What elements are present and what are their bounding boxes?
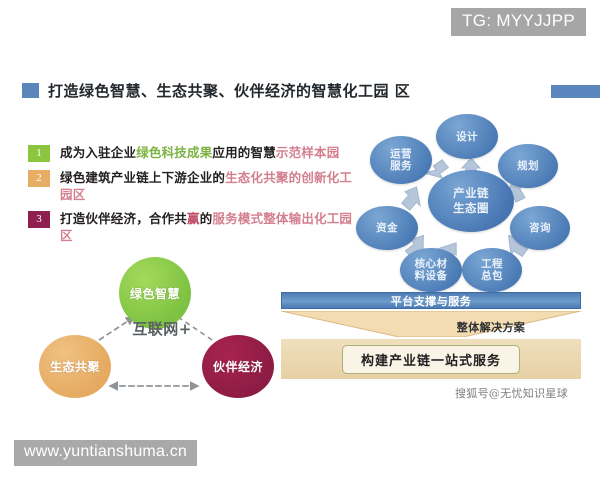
ecosystem-node-epc: 工程总包 bbox=[462, 248, 522, 292]
platform-support-bar: 平台支撑与服务 bbox=[281, 292, 581, 309]
list-text-2: 绿色建筑产业链上下游企业的生态化共聚的创新化工园区 bbox=[60, 169, 364, 203]
onestop-service-card: 构建产业链一站式服务 bbox=[281, 339, 581, 379]
list-span: 成为入驻企业 bbox=[60, 145, 137, 160]
ecosystem-node-core-materials: 核心材料设备 bbox=[400, 248, 462, 292]
ecosystem-center-node: 产业链生态圈 bbox=[428, 170, 514, 232]
platform-stack: 平台支撑与服务 整体解决方案 构建产业链一站式服务 bbox=[281, 292, 581, 379]
page-title-text: 打造绿色智慧、生态共聚、伙伴经济的智慧化工园 区 bbox=[48, 82, 411, 100]
ecosystem-node-design: 设计 bbox=[436, 114, 498, 159]
ecosystem-center-line1: 产业链 bbox=[453, 186, 489, 200]
watermark-bottom: www.yuntianshuma.cn bbox=[14, 440, 197, 467]
list-item: 1 成为入驻企业绿色科技成果应用的智慧示范样本园 bbox=[28, 144, 364, 162]
triangle-node-magenta: 伙伴经济 bbox=[202, 335, 274, 398]
accent-bar-top-right bbox=[551, 85, 600, 98]
triangle-node-orange: 生态共聚 bbox=[39, 335, 111, 398]
triangle-node-green: 绿色智慧 bbox=[119, 257, 191, 329]
list-item: 2 绿色建筑产业链上下游企业的生态化共聚的创新化工园区 bbox=[28, 169, 364, 203]
list-badge-1: 1 bbox=[28, 145, 50, 162]
list-badge-3: 3 bbox=[28, 211, 50, 228]
list-item: 3 打造伙伴经济，合作共赢的服务模式整体输出化工园区 bbox=[28, 210, 364, 244]
triangle-diagram: 绿色智慧 生态共聚 伙伴经济 互联网+ bbox=[22, 255, 302, 398]
ecosystem-node-consulting: 咨询 bbox=[510, 206, 570, 250]
ecosystem-node-epc-line2: 总包 bbox=[481, 270, 503, 282]
list-span: 应用的智慧 bbox=[212, 145, 276, 160]
solution-funnel: 整体解决方案 bbox=[281, 311, 581, 337]
ecosystem-node-epc-line1: 工程 bbox=[481, 258, 503, 270]
ecosystem-node-operations: 运营服务 bbox=[370, 136, 432, 184]
list-badge-2: 2 bbox=[28, 170, 50, 187]
ecosystem-node-capital: 资金 bbox=[356, 206, 418, 250]
list-text-1: 成为入驻企业绿色科技成果应用的智慧示范样本园 bbox=[60, 144, 339, 161]
list-span-highlight: 生态化共聚的创新化工园区 bbox=[60, 170, 353, 202]
watermark-top: TG: MYYJJPP bbox=[451, 8, 586, 36]
funnel-shape bbox=[281, 311, 581, 337]
ecosystem-node-ops-line1: 运营 bbox=[390, 148, 412, 160]
bullet-square-icon bbox=[22, 83, 39, 98]
funnel-label: 整体解决方案 bbox=[456, 321, 526, 334]
list-span-highlight: 赢 bbox=[187, 211, 200, 226]
ecosystem-node-ops-line2: 服务 bbox=[390, 160, 412, 172]
list-span: 的 bbox=[199, 211, 213, 226]
list-span: 打造伙伴经济，合作共 bbox=[60, 211, 188, 226]
ecosystem-diagram: 产业链生态圈 设计 规划 咨询 工程总包 核心材料设备 资金 运营服务 bbox=[356, 108, 594, 293]
ecosystem-node-planning: 规划 bbox=[498, 144, 558, 188]
ecosystem-node-core-line1: 核心材 bbox=[414, 258, 448, 270]
sohu-watermark: 搜狐号@无忧知识星球 bbox=[455, 387, 568, 400]
list-span: 绿色建筑产业链上下游企业的 bbox=[60, 170, 226, 185]
onestop-service-label: 构建产业链一站式服务 bbox=[341, 344, 520, 374]
list-span-highlight: 服务模式整体输出化工园区 bbox=[60, 211, 353, 243]
list-span-highlight: 绿色科技成果 bbox=[136, 145, 213, 160]
page-title: 打造绿色智慧、生态共聚、伙伴经济的智慧化工园 区 bbox=[22, 80, 410, 101]
bullet-list: 1 成为入驻企业绿色科技成果应用的智慧示范样本园 2 绿色建筑产业链上下游企业的… bbox=[28, 144, 364, 251]
list-text-3: 打造伙伴经济，合作共赢的服务模式整体输出化工园区 bbox=[60, 210, 364, 244]
triangle-center-label: 互联网+ bbox=[132, 320, 192, 338]
ecosystem-center-line2: 生态圈 bbox=[453, 201, 489, 215]
ecosystem-node-core-line2: 料设备 bbox=[414, 270, 448, 282]
list-span-highlight: 示范样本园 bbox=[275, 145, 340, 160]
